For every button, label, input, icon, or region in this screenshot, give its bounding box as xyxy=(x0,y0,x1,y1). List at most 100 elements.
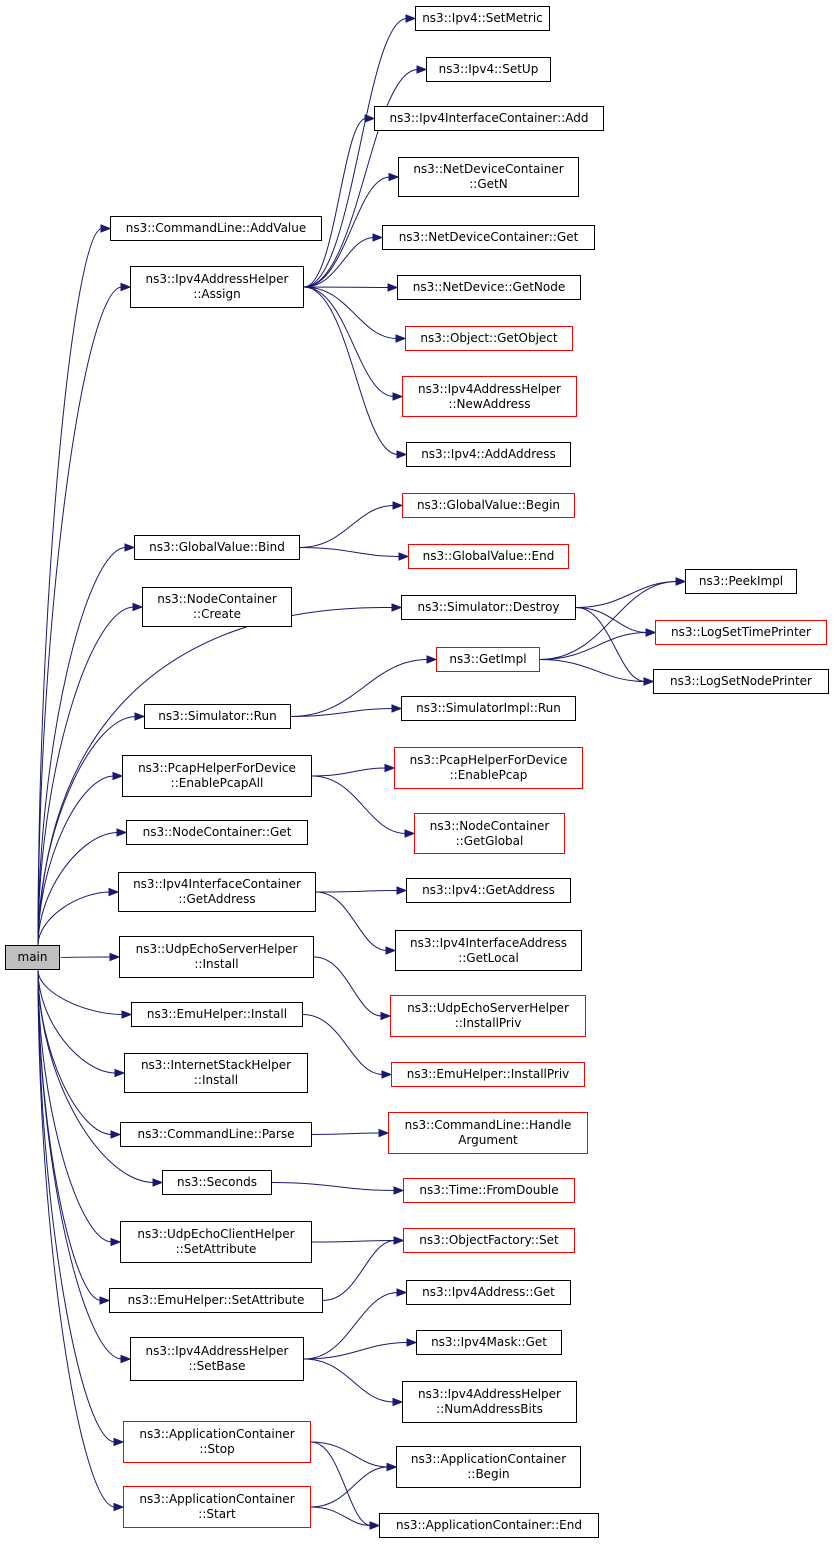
arrowhead-icon xyxy=(120,282,132,292)
function-node-ipv4getaddr[interactable]: ns3::Ipv4::GetAddress xyxy=(406,878,571,903)
arrowhead-icon xyxy=(395,334,407,343)
call-edge xyxy=(575,581,678,608)
node-label-line: ns3::CommandLine::Handle xyxy=(404,1118,572,1132)
node-label-line: ::SetBase xyxy=(188,1359,246,1373)
arrowhead-icon xyxy=(391,704,403,713)
call-edge xyxy=(539,581,678,660)
function-node-udpsrvpriv[interactable]: ns3::UdpEchoServerHelper::InstallPriv xyxy=(390,995,586,1037)
call-edge xyxy=(310,1441,389,1468)
function-node-acstart[interactable]: ns3::ApplicationContainer::Start xyxy=(123,1486,311,1528)
function-node-emusetattr[interactable]: ns3::EmuHelper::SetAttribute xyxy=(109,1288,323,1313)
call-edge xyxy=(37,969,116,1508)
call-edge xyxy=(311,1132,381,1135)
function-node-addaddress[interactable]: ns3::Ipv4::AddAddress xyxy=(406,442,571,467)
function-node-ncglobal[interactable]: ns3::NodeContainer::GetGlobal xyxy=(414,813,565,854)
function-node-maskget[interactable]: ns3::Ipv4Mask::Get xyxy=(416,1330,562,1355)
node-label-line: ns3::EmuHelper::SetAttribute xyxy=(127,1293,305,1307)
node-label-line: ns3::InternetStackHelper xyxy=(140,1058,292,1072)
call-edge xyxy=(37,969,123,1360)
call-edge xyxy=(303,176,391,288)
node-label-line: ::Install xyxy=(194,957,239,971)
function-node-ifcadd[interactable]: ns3::Ipv4InterfaceContainer::Add xyxy=(374,106,604,131)
function-node-cmdaddvalue[interactable]: ns3::CommandLine::AddValue xyxy=(110,216,322,241)
node-label-line: ns3::LogSetTimePrinter xyxy=(670,625,811,639)
function-node-ndcget[interactable]: ns3::NetDeviceContainer::Get xyxy=(382,225,595,250)
function-node-newaddress[interactable]: ns3::Ipv4AddressHelper::NewAddress xyxy=(402,376,577,417)
call-edge xyxy=(303,1342,409,1360)
arrowhead-icon xyxy=(396,886,408,895)
arrowhead-icon xyxy=(386,1462,398,1472)
function-node-simdestroy[interactable]: ns3::Simulator::Destroy xyxy=(401,595,576,620)
node-label-line: ns3::Ipv4AddressHelper xyxy=(145,1344,289,1358)
function-node-emuinstall[interactable]: ns3::EmuHelper::Install xyxy=(131,1002,303,1027)
call-edge xyxy=(575,607,648,633)
function-node-cmdparse[interactable]: ns3::CommandLine::Parse xyxy=(120,1122,312,1147)
function-node-ndgetnode[interactable]: ns3::NetDevice::GetNode xyxy=(397,275,581,300)
node-label-line: ns3::CommandLine::AddValue xyxy=(125,221,307,235)
arrowhead-icon xyxy=(120,1354,132,1364)
function-node-inetinstall[interactable]: ns3::InternetStackHelper::Install xyxy=(124,1053,308,1093)
function-node-emupriv[interactable]: ns3::EmuHelper::InstallPriv xyxy=(391,1062,585,1087)
function-node-assign[interactable]: ns3::Ipv4AddressHelper::Assign xyxy=(130,266,304,308)
function-node-ofset[interactable]: ns3::ObjectFactory::Set xyxy=(403,1228,575,1253)
function-node-acstop[interactable]: ns3::ApplicationContainer::Stop xyxy=(123,1421,311,1463)
function-node-simrun[interactable]: ns3::Simulator::Run xyxy=(144,704,291,729)
arrowhead-icon xyxy=(372,233,384,242)
arrowhead-icon xyxy=(416,65,428,74)
function-node-peekimpl[interactable]: ns3::PeekImpl xyxy=(685,569,797,594)
function-node-gvend[interactable]: ns3::GlobalValue::End xyxy=(408,544,569,569)
function-node-ipv4addrget[interactable]: ns3::Ipv4Address::Get xyxy=(406,1280,571,1305)
function-node-pcap[interactable]: ns3::PcapHelperForDevice::EnablePcap xyxy=(394,747,583,789)
node-label-line: ::Start xyxy=(198,1507,236,1521)
function-node-getimpl[interactable]: ns3::GetImpl xyxy=(436,647,540,672)
function-node-setmetric[interactable]: ns3::Ipv4::SetMetric xyxy=(415,6,550,31)
function-node-logtime[interactable]: ns3::LogSetTimePrinter xyxy=(655,620,827,645)
node-label-line: ns3::Ipv4::SetUp xyxy=(438,62,539,76)
call-edge xyxy=(311,775,407,834)
function-node-udpclisetattr[interactable]: ns3::UdpEchoClientHelper::SetAttribute xyxy=(120,1221,312,1263)
node-label-line: ns3::Simulator::Destroy xyxy=(417,600,560,614)
function-node-getobject[interactable]: ns3::Object::GetObject xyxy=(405,326,573,351)
node-label-line: ::SetAttribute xyxy=(175,1242,257,1256)
function-node-gvbind[interactable]: ns3::GlobalValue::Bind xyxy=(134,535,300,560)
node-label-line: ns3::ObjectFactory::Set xyxy=(419,1233,559,1247)
function-node-setup[interactable]: ns3::Ipv4::SetUp xyxy=(426,57,551,82)
function-node-acbegin[interactable]: ns3::ApplicationContainer::Begin xyxy=(396,1446,581,1488)
arrowhead-icon xyxy=(392,392,404,401)
function-node-pcapall[interactable]: ns3::PcapHelperForDevice::EnablePcapAll xyxy=(122,755,312,797)
node-label-line: main xyxy=(17,950,48,964)
function-node-numbits[interactable]: ns3::Ipv4AddressHelper::NumAddressBits xyxy=(402,1381,577,1423)
function-node-nccreate[interactable]: ns3::NodeContainer::Create xyxy=(142,587,292,627)
function-node-udpsrvinstall[interactable]: ns3::UdpEchoServerHelper::Install xyxy=(119,936,314,978)
call-edge xyxy=(290,708,394,717)
function-node-fromdouble[interactable]: ns3::Time::FromDouble xyxy=(403,1178,575,1203)
call-edge xyxy=(37,228,103,946)
arrowhead-icon xyxy=(124,543,136,552)
function-node-ndcgetn[interactable]: ns3::NetDeviceContainer::GetN xyxy=(398,157,579,197)
node-label-line: ns3::PeekImpl xyxy=(698,574,784,588)
call-edge xyxy=(303,286,399,455)
call-edge xyxy=(322,1240,396,1301)
node-label-line: ::InstallPriv xyxy=(454,1016,522,1030)
function-node-setbase[interactable]: ns3::Ipv4AddressHelper::SetBase xyxy=(130,1337,304,1381)
call-edge xyxy=(311,767,387,777)
function-node-ncget[interactable]: ns3::NodeContainer::Get xyxy=(126,820,308,845)
function-node-simimplrun[interactable]: ns3::SimulatorImpl::Run xyxy=(401,696,576,721)
function-node-acend[interactable]: ns3::ApplicationContainer::End xyxy=(379,1513,599,1538)
function-node-lognode[interactable]: ns3::LogSetNodePrinter xyxy=(653,669,829,694)
node-label-line: ns3::Time::FromDouble xyxy=(419,1183,559,1197)
call-edge xyxy=(539,659,646,682)
node-label-line: ns3::ApplicationContainer xyxy=(139,1427,295,1441)
call-edge xyxy=(37,969,155,1183)
arrowhead-icon xyxy=(388,172,400,182)
function-node-ifaddrlocal[interactable]: ns3::Ipv4InterfaceAddress::GetLocal xyxy=(395,930,582,971)
node-label-line: ns3::EmuHelper::Install xyxy=(146,1007,288,1021)
call-edge xyxy=(37,969,113,1135)
arrowhead-icon xyxy=(405,14,417,23)
arrowhead-icon xyxy=(426,655,438,664)
function-node-ifcgetaddr[interactable]: ns3::Ipv4InterfaceContainer::GetAddress xyxy=(118,872,316,912)
node-label-line: ns3::Ipv4::GetAddress xyxy=(422,883,555,897)
function-node-seconds[interactable]: ns3::Seconds xyxy=(162,1170,272,1195)
function-node-gvbegin[interactable]: ns3::GlobalValue::Begin xyxy=(402,493,575,518)
